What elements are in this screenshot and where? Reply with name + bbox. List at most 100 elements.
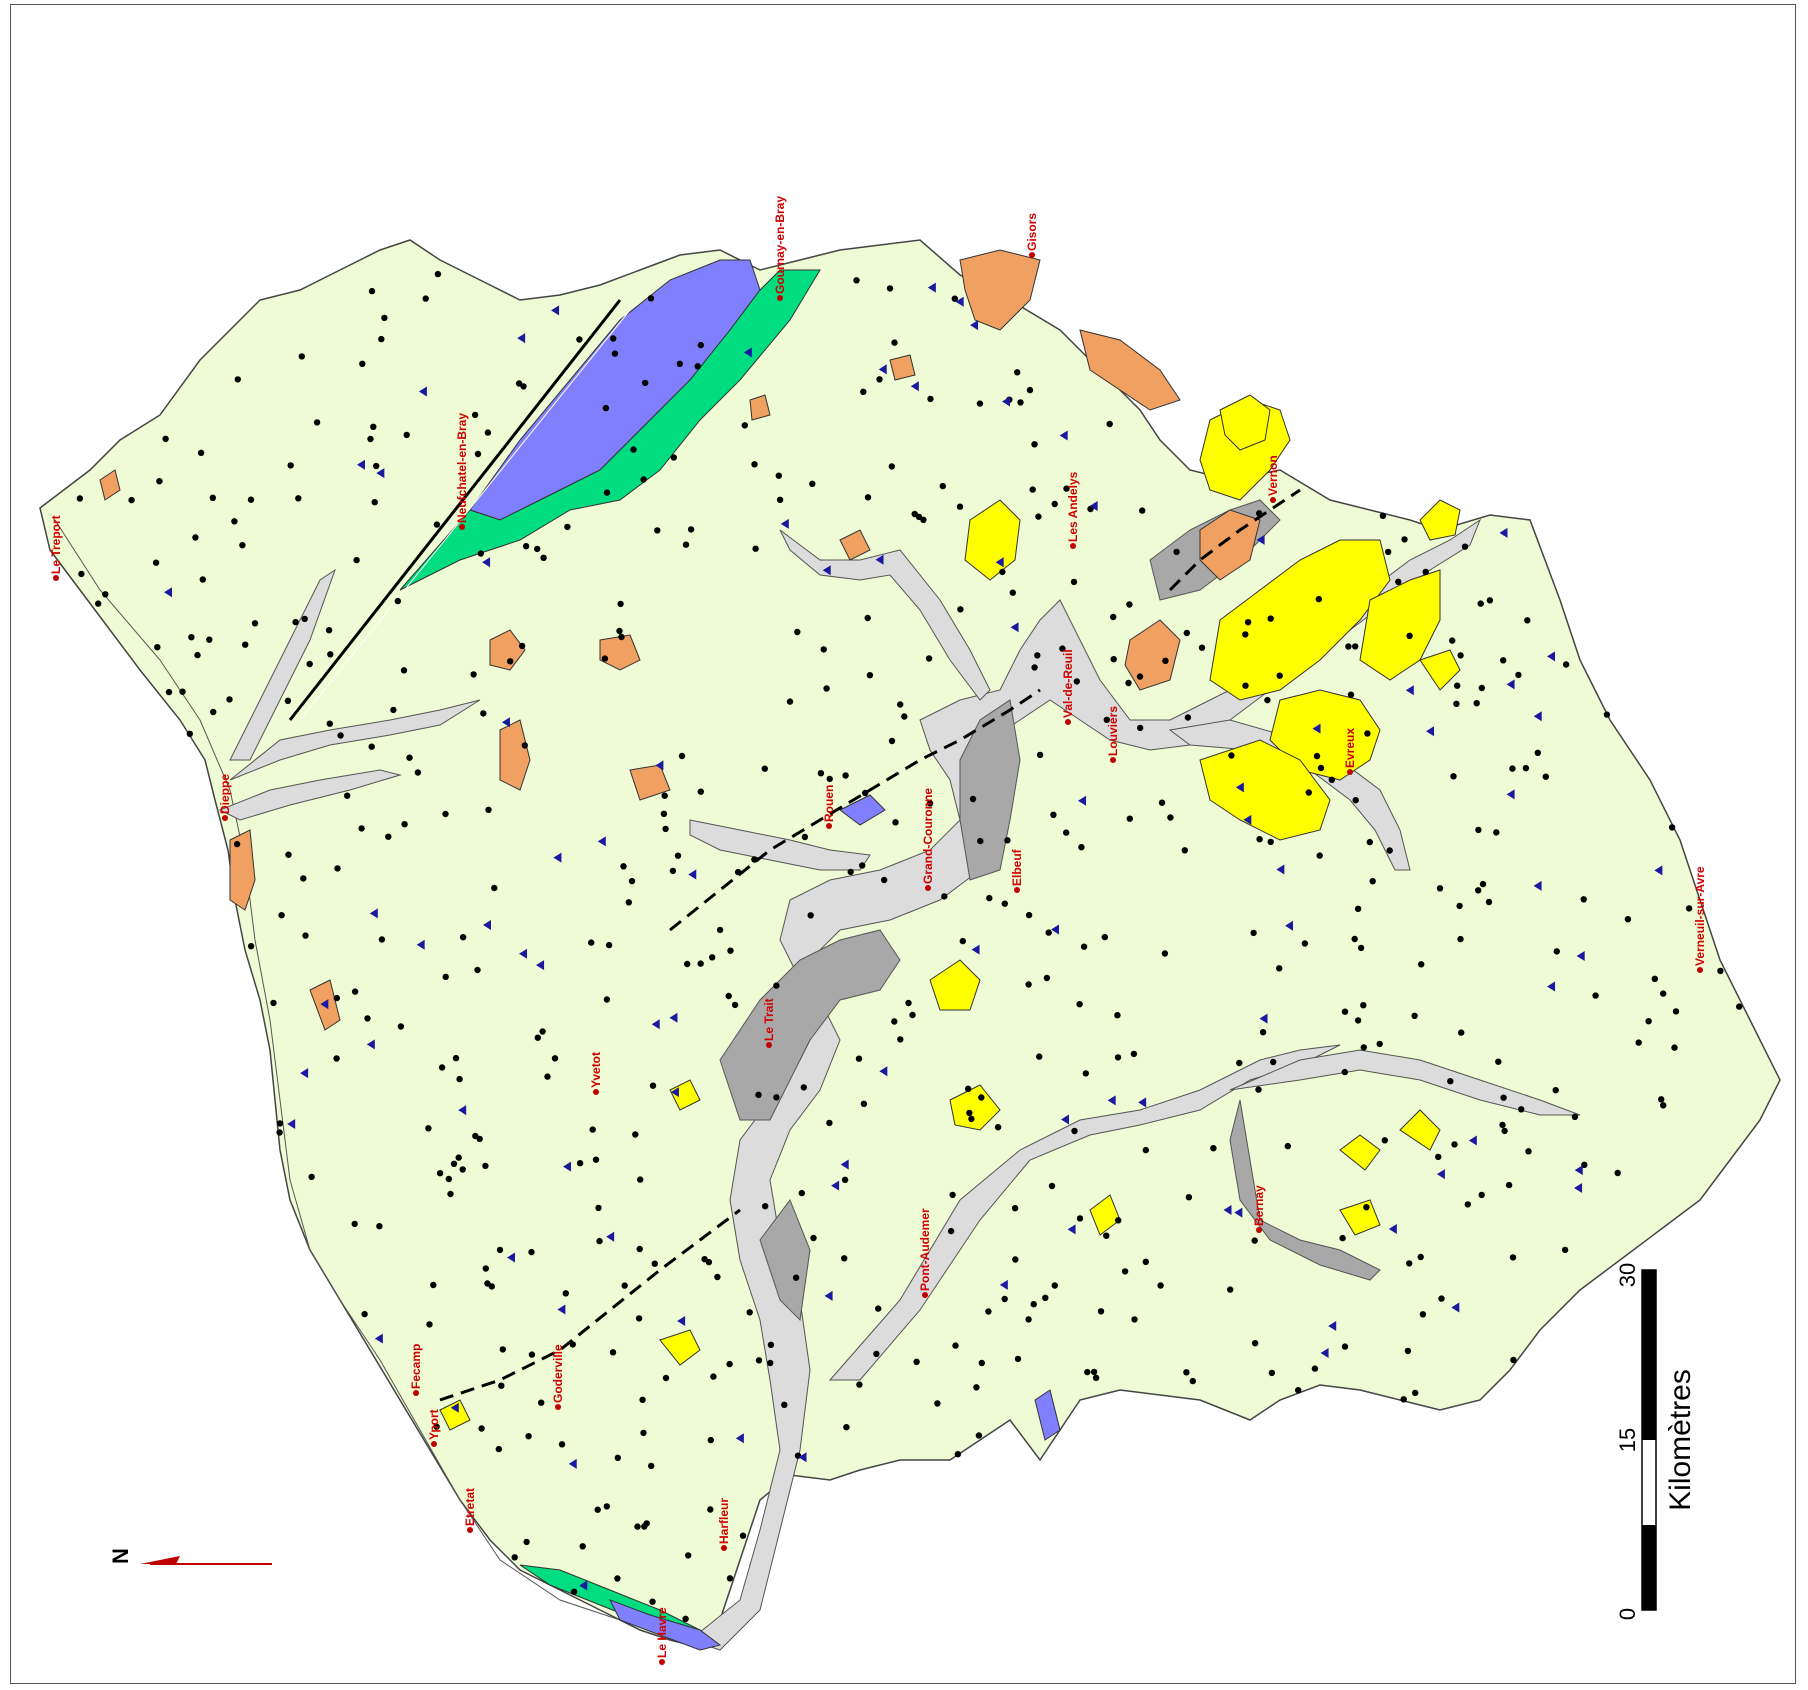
town-rouen[interactable]: Rouen bbox=[822, 785, 836, 829]
town-yvetot[interactable]: Yvetot bbox=[589, 1052, 603, 1095]
well-point bbox=[313, 419, 321, 426]
well-point bbox=[1313, 752, 1321, 760]
well-point bbox=[605, 941, 613, 949]
town-louviers[interactable]: Louviers bbox=[1106, 706, 1120, 763]
town-vernon[interactable]: Vernon bbox=[1266, 455, 1280, 503]
well-point bbox=[920, 516, 927, 523]
well-point bbox=[792, 1274, 800, 1281]
well-point bbox=[927, 395, 934, 403]
well-point bbox=[1030, 1301, 1037, 1308]
well-point bbox=[1236, 1059, 1243, 1067]
well-point bbox=[636, 1245, 643, 1253]
well-point bbox=[1014, 1355, 1022, 1363]
well-point bbox=[78, 570, 85, 578]
well-point bbox=[1090, 1368, 1098, 1376]
well-point bbox=[247, 943, 255, 950]
dieppe-valley-2 bbox=[229, 699, 481, 781]
town-dieppe[interactable]: Dieppe bbox=[218, 774, 232, 821]
well-point bbox=[860, 1100, 868, 1108]
well-point bbox=[611, 350, 619, 357]
well-point bbox=[179, 688, 186, 695]
well-point bbox=[538, 1399, 545, 1406]
well-point bbox=[192, 534, 199, 541]
well-point bbox=[1457, 652, 1464, 659]
well-point bbox=[876, 376, 883, 383]
town-elbeuf[interactable]: Elbeuf bbox=[1010, 848, 1024, 893]
well-point bbox=[1029, 486, 1036, 493]
well-point bbox=[1385, 548, 1392, 556]
well-point bbox=[913, 1358, 920, 1366]
town-verneuil-sur-avre[interactable]: Verneuil-sur-Avre bbox=[1693, 866, 1707, 973]
well-point bbox=[569, 1341, 576, 1348]
town-label: Bernay bbox=[1252, 1185, 1266, 1226]
town-goderville[interactable]: Goderville bbox=[551, 1344, 565, 1410]
well-point bbox=[1366, 838, 1374, 846]
triangle-marker bbox=[688, 869, 697, 880]
well-point bbox=[1227, 1286, 1234, 1293]
scale-tick-15: 15 bbox=[1615, 1428, 1640, 1452]
well-point bbox=[433, 521, 441, 528]
well-point bbox=[634, 1523, 641, 1530]
triangle-marker bbox=[1506, 679, 1515, 690]
well-point bbox=[1395, 578, 1402, 585]
town-harfleur[interactable]: Harfleur bbox=[717, 1498, 731, 1551]
well-point bbox=[617, 600, 624, 608]
town-les-andelys[interactable]: Les Andelys bbox=[1066, 471, 1080, 549]
well-point bbox=[881, 876, 888, 884]
town-etretat[interactable]: Etretat bbox=[463, 1488, 477, 1533]
well-point bbox=[1076, 1215, 1084, 1222]
town-gisors[interactable]: Gisors bbox=[1025, 213, 1039, 258]
well-point bbox=[300, 875, 307, 882]
well-point bbox=[589, 1126, 596, 1133]
well-point bbox=[1411, 1012, 1418, 1019]
well-point bbox=[1417, 1253, 1424, 1261]
well-point bbox=[551, 1055, 559, 1062]
town-grand-couronne[interactable]: Grand-Couronne bbox=[921, 788, 935, 891]
town-neufchatel-en-bray[interactable]: Neufchatel-en-Bray bbox=[455, 413, 469, 530]
dieppe-valley-3 bbox=[218, 769, 402, 821]
town-yport[interactable]: Yport bbox=[427, 1409, 441, 1447]
town-pont-audemer[interactable]: Pont-Audemer bbox=[918, 1208, 932, 1298]
town-le-havre[interactable]: Le Havre bbox=[655, 1607, 669, 1665]
well-point bbox=[1406, 1260, 1413, 1267]
sand-patch-andelys bbox=[964, 499, 1021, 581]
well-point bbox=[276, 1129, 283, 1136]
triangle-marker bbox=[568, 1458, 577, 1469]
well-point bbox=[484, 429, 492, 436]
town-le-treport[interactable]: Le Treport bbox=[49, 515, 63, 581]
well-point bbox=[707, 1506, 714, 1513]
triangle-marker bbox=[824, 1290, 833, 1301]
clay-patch-4 bbox=[629, 764, 671, 801]
well-point bbox=[351, 988, 359, 995]
well-point bbox=[1034, 652, 1041, 659]
town-fecamp[interactable]: Fecamp bbox=[409, 1344, 423, 1396]
well-point bbox=[284, 697, 292, 704]
town-bernay[interactable]: Bernay bbox=[1252, 1185, 1266, 1233]
well-point bbox=[1453, 700, 1460, 707]
well-point bbox=[694, 363, 701, 370]
well-point bbox=[239, 542, 246, 549]
well-point bbox=[866, 672, 874, 679]
triangle-marker bbox=[1574, 1165, 1583, 1176]
well-point bbox=[1451, 1141, 1458, 1148]
town-gournay-en-bray[interactable]: Gournay-en-Bray bbox=[773, 196, 787, 301]
well-point bbox=[95, 600, 102, 607]
triangle-marker bbox=[1312, 723, 1321, 734]
well-point bbox=[864, 494, 872, 501]
well-point bbox=[621, 1282, 628, 1289]
triangle-marker bbox=[519, 948, 528, 959]
well-point bbox=[751, 461, 758, 468]
town-le-trait[interactable]: Le Trait bbox=[762, 998, 776, 1048]
sand-patch-8 bbox=[439, 1399, 471, 1431]
well-point bbox=[1158, 799, 1166, 806]
well-point bbox=[628, 877, 636, 885]
triangle-marker bbox=[1436, 1169, 1445, 1180]
well-point bbox=[798, 1189, 805, 1197]
well-point bbox=[1031, 664, 1038, 671]
well-point bbox=[678, 752, 686, 760]
well-point bbox=[1267, 838, 1274, 846]
town-evreux[interactable]: Evreux bbox=[1343, 728, 1357, 775]
town-val-de-reuil[interactable]: Val-de-Reuil bbox=[1061, 649, 1075, 725]
towns-layer: Le Treport Neufchatel-en-Bray Gournay-en-B… bbox=[49, 196, 1707, 1665]
